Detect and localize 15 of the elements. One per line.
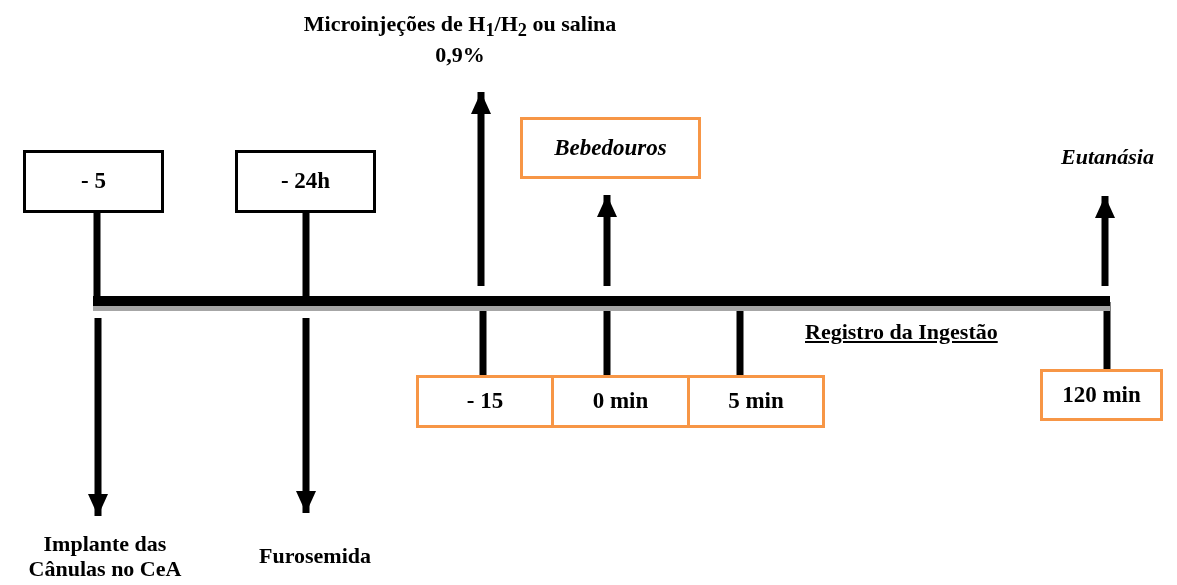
event-box: Bebedouros xyxy=(520,117,701,179)
time-box: 0 min xyxy=(551,375,690,428)
connector-line xyxy=(93,213,101,296)
annotation-text: Furosemida xyxy=(258,543,371,569)
time-box: - 5 xyxy=(23,150,164,213)
annotation-text: Implante das Cânulas no CeA xyxy=(27,530,183,582)
annotation-text: Eutanásia xyxy=(1061,144,1154,170)
time-box: - 24h xyxy=(235,150,376,213)
time-box: 120 min xyxy=(1040,369,1163,421)
connector-line xyxy=(1103,302,1111,369)
time-box: - 15 xyxy=(416,375,554,428)
time-box: 5 min xyxy=(687,375,825,428)
connector-line xyxy=(302,213,310,296)
section-label: Registro da Ingestão xyxy=(805,319,998,345)
annotation-text: Microinjeções de H$_{1}$/H$_{2}$ ou salina 0,9% xyxy=(302,11,618,67)
